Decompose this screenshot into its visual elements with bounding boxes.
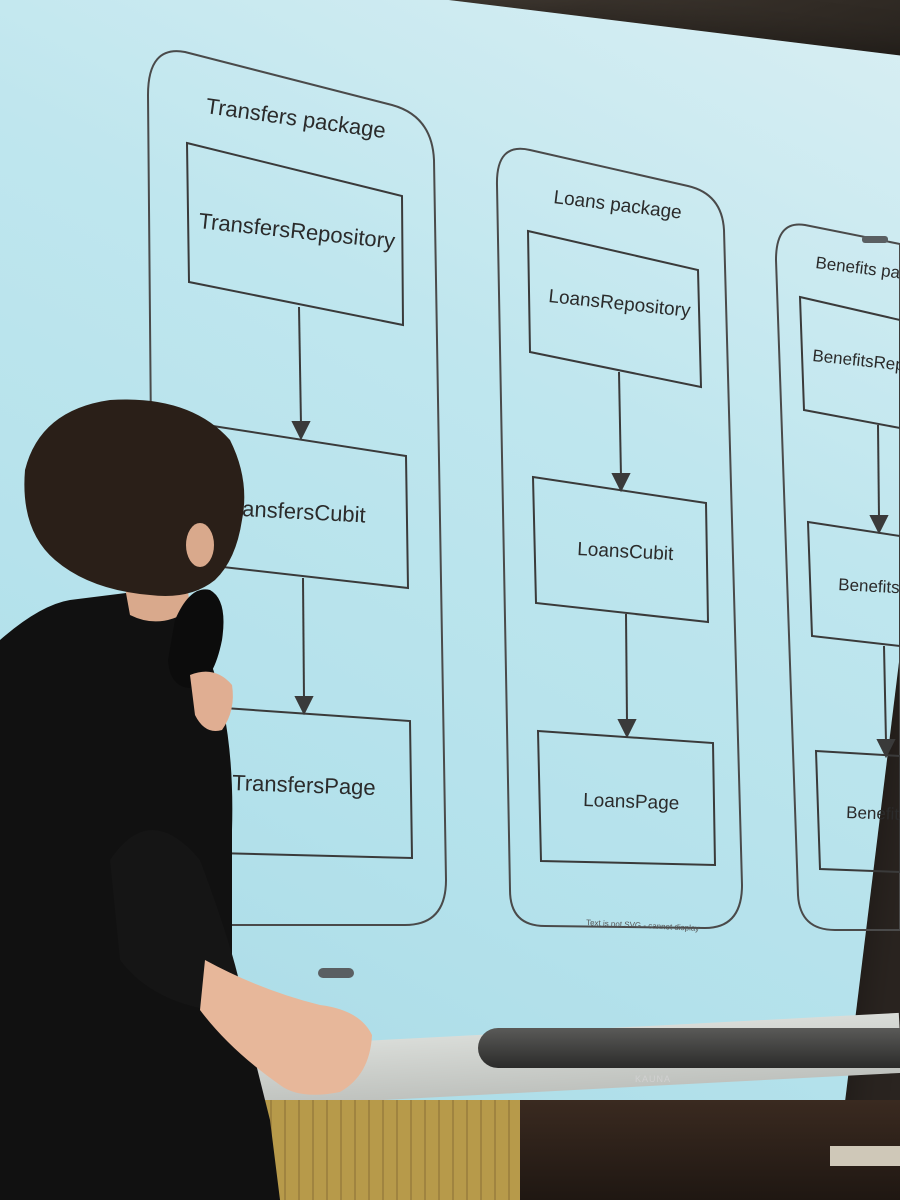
presenter-hand: [200, 960, 372, 1095]
loans-repository-box: [526, 229, 703, 389]
loans-cubit-box: [531, 475, 710, 624]
transfers-repository-box: [185, 141, 405, 327]
benefits-package-container: [774, 223, 900, 931]
loans-package-container: [495, 147, 744, 930]
benefits-page-box: [814, 749, 900, 874]
arrow-head: [294, 696, 314, 716]
arrow-head: [611, 473, 631, 493]
arrow-head: [291, 421, 311, 441]
side-table: [830, 1146, 900, 1166]
presenter-ear: [186, 523, 214, 567]
transfers-page-label: TransfersPage: [232, 770, 376, 800]
slide-indicator-top: [862, 236, 888, 243]
benefits-cubit-box: [806, 520, 900, 648]
slide-indicator: [318, 968, 354, 978]
microphone-icon: [168, 589, 224, 689]
benefits-repository-box: [798, 295, 900, 430]
table: [478, 1028, 900, 1068]
loans-page-box: [536, 729, 717, 867]
presenter-head: [24, 399, 245, 596]
table-brand-label: KAUNA: [635, 1074, 672, 1084]
loans-page-label: LoansPage: [583, 790, 680, 814]
arrow-head: [869, 515, 889, 535]
benefits-cubit-label: BenefitsC: [838, 575, 900, 598]
loans-cubit-label: LoansCubit: [577, 539, 675, 565]
benefits-page-label: Benefits: [846, 803, 900, 824]
arrow-head: [876, 739, 896, 759]
transfers-package-container: [146, 50, 448, 926]
arrow-head: [617, 719, 637, 739]
presenter-mic-hand: [190, 671, 233, 731]
